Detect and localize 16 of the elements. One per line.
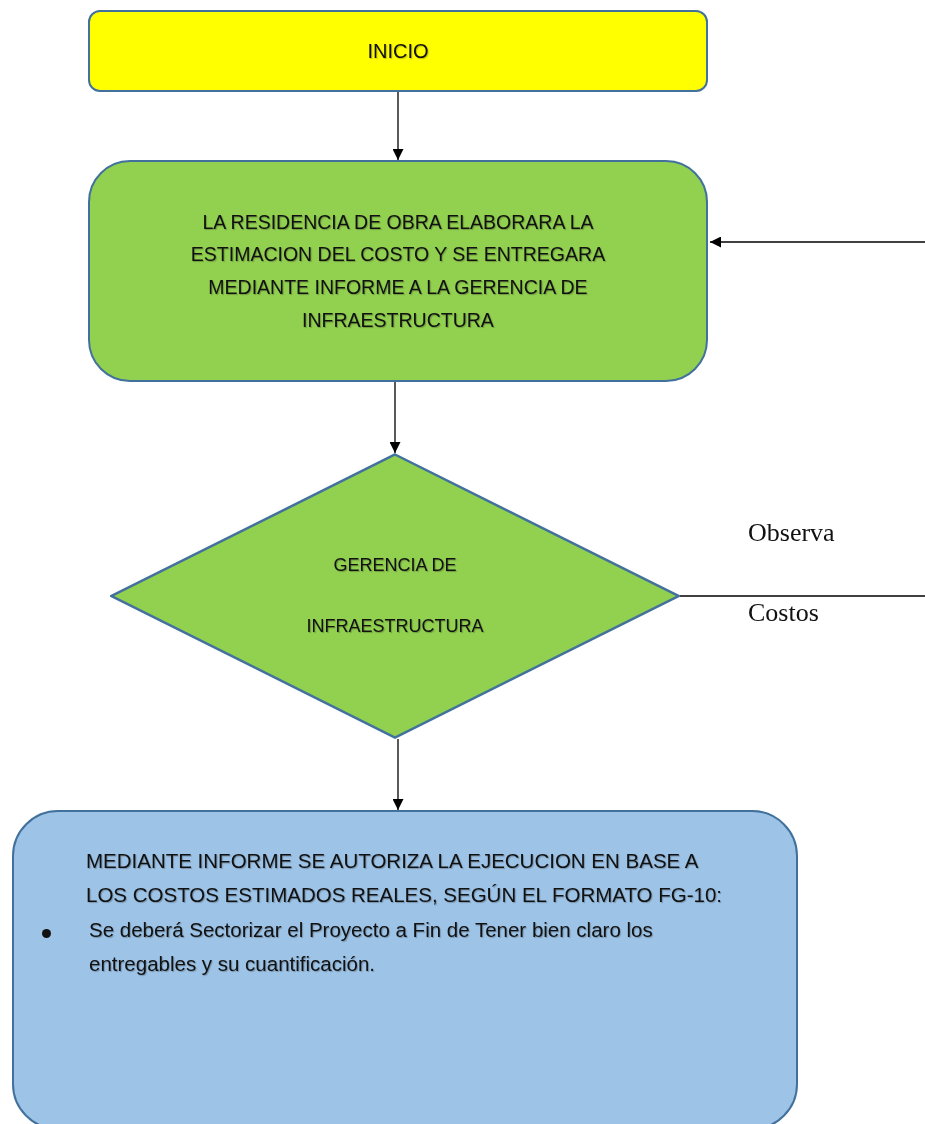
process-box [12,810,798,1124]
decision-diamond [110,453,680,739]
arrow [389,381,401,454]
node-text: MEDIANTE INFORME SE AUTORIZA LA EJECUCION EN BASE A LOS COSTOS ESTIMADOS REALES, SEGÚN EL FORMATO FG-10: [86,848,724,909]
annotation-text: Costos [748,598,819,628]
node-text: LA RESIDENCIA DE OBRA ELABORARA LA ESTIMACION DEL COSTO Y SE ENTREGARA MEDIANTE INFORME A LA GERENCIA DE INFRAESTRUCTURA [189,209,607,333]
node-text: GERENCIA DE [333,553,457,577]
arrow [392,91,404,161]
node-text: INFRAESTRUCTURA [306,615,484,638]
start-box [88,10,708,92]
bullet-text: Se deberá Sectorizar el Proyecto a Fin de Tener bien claro los entregables y su cuantificación. [89,916,654,978]
arrow [392,738,404,811]
process-box [88,160,708,382]
node-text: INICIO [367,39,429,64]
annotation-text: Observa [748,518,835,548]
arrow [709,236,925,248]
